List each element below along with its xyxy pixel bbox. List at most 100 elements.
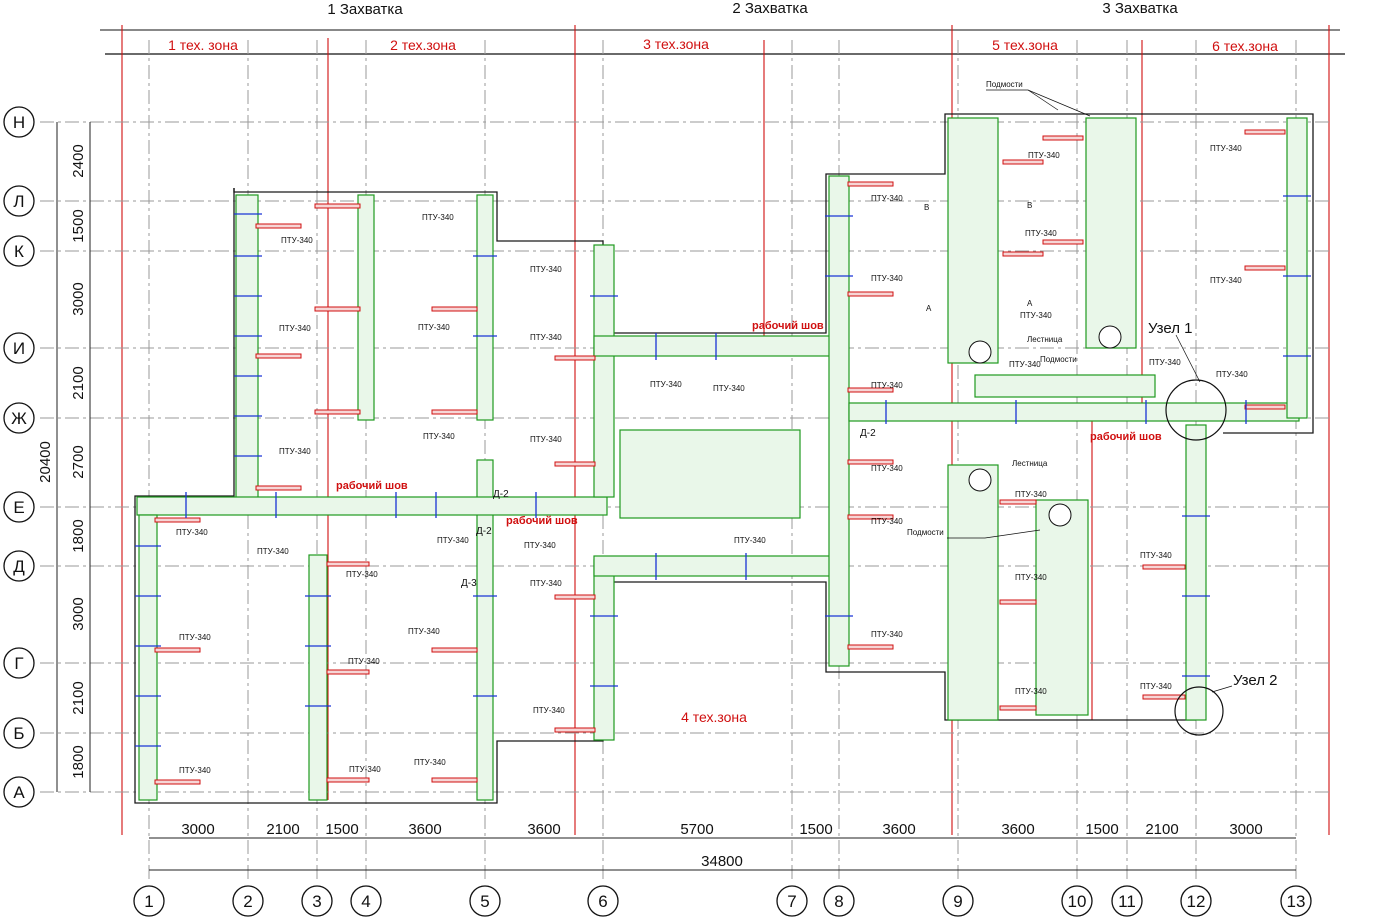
- stair-landing: [968, 340, 992, 364]
- prop-ptu340: [1244, 265, 1286, 271]
- col-axis-bubble: [942, 885, 974, 917]
- formwork-wall: [235, 194, 259, 501]
- hdim-label: 3600: [1001, 821, 1034, 838]
- formwork-wall: [136, 496, 608, 516]
- formwork-core: [619, 429, 801, 519]
- col-axis-label: 5: [480, 892, 489, 911]
- prop-label: ПТУ-340: [530, 265, 562, 274]
- scaffold-platform: [974, 374, 1156, 398]
- zahvatka-3-label: 3 Захватка: [1102, 0, 1178, 17]
- col-axis-bubble: [1280, 885, 1312, 917]
- prop-ptu340: [154, 779, 201, 785]
- row-axis-bubble: [3, 647, 35, 679]
- col-axis-label: 4: [361, 892, 370, 911]
- col-axis-label: 9: [953, 892, 962, 911]
- prop-label: ПТУ-340: [1210, 276, 1242, 285]
- col-axis-label: 3: [312, 892, 321, 911]
- row-axis-label: Г: [14, 654, 23, 673]
- vdim-label: 3000: [70, 282, 87, 315]
- prop-ptu340: [1042, 135, 1084, 141]
- row-axis-bubble: [3, 717, 35, 749]
- col-axis-bubble: [350, 885, 382, 917]
- formwork-wall: [593, 335, 845, 357]
- zahvatka-2-label: 2 Захватка: [732, 0, 808, 17]
- formwork-wall: [1185, 424, 1207, 721]
- formwork-walls: [136, 117, 1308, 801]
- formwork-wall: [138, 514, 158, 801]
- row-axis-bubble: [3, 550, 35, 582]
- vdim-label: 1500: [70, 209, 87, 242]
- hdim-label: 1500: [325, 821, 358, 838]
- prop-ptu340: [326, 777, 370, 783]
- scaffolds-leader: [947, 529, 1041, 539]
- prop-ptu340: [255, 353, 302, 359]
- formwork-wall: [476, 194, 494, 421]
- outline-left-bottom: [134, 188, 1196, 804]
- col-axis-bubble: [587, 885, 619, 917]
- prop-label: ПТУ-340: [1015, 573, 1047, 582]
- prop-label: ПТУ-340: [871, 194, 903, 203]
- col-axis-bubble: [1111, 885, 1143, 917]
- col-axis-label: 6: [598, 892, 607, 911]
- col-axis-bubble: [823, 885, 855, 917]
- scaffolds-label: Подмости: [907, 528, 944, 537]
- prop-ptu340: [847, 181, 894, 187]
- col-axis-bubble: [776, 885, 808, 917]
- ties-layer: [135, 195, 1311, 747]
- prop-ptu340: [1002, 159, 1044, 165]
- formwork-wall: [593, 559, 615, 741]
- zone-3-label: 3 тех.зона: [643, 36, 709, 52]
- prop-label: ПТУ-340: [346, 570, 378, 579]
- row-axis-bubble: [3, 332, 35, 364]
- prop-label: ПТУ-340: [179, 633, 211, 642]
- col-axis-bubble: [232, 885, 264, 917]
- hdim-label: 3000: [181, 821, 214, 838]
- formwork-wall: [308, 554, 328, 801]
- prop-ptu340: [847, 291, 894, 297]
- prop-label: ПТУ-340: [530, 435, 562, 444]
- props-layer: [154, 129, 1286, 785]
- prop-label: ПТУ-340: [1149, 358, 1181, 367]
- hdim-label: 3600: [882, 821, 915, 838]
- prop-ptu340: [255, 485, 302, 491]
- vdim-label: 1800: [70, 519, 87, 552]
- row-axis-bubble: [3, 491, 35, 523]
- prop-label: ПТУ-340: [408, 627, 440, 636]
- vdim-label: 2400: [70, 144, 87, 177]
- prop-label: ПТУ-340: [257, 547, 289, 556]
- work-seam-label: рабочий шов: [506, 515, 578, 527]
- col-axis-label: 12: [1187, 892, 1206, 911]
- formwork-wall: [828, 175, 850, 667]
- prop-ptu340: [1002, 251, 1044, 257]
- zone-1-label: 1 тех. зона: [168, 37, 238, 53]
- scaffolds-leader: [1027, 89, 1059, 111]
- row-axis-bubble: [3, 106, 35, 138]
- prop-ptu340: [154, 517, 201, 523]
- row-axis-bubble: [3, 776, 35, 808]
- zahvatka-1-label: 1 Захватка: [327, 1, 403, 18]
- zone-2-label: 2 тех.зона: [390, 37, 456, 53]
- scaffolds-leader: [986, 89, 1091, 117]
- row-axis-bubble: [3, 402, 35, 434]
- row-axis-label: Н: [13, 113, 25, 132]
- formwork-wall: [476, 459, 494, 801]
- col-axis-bubble: [133, 885, 165, 917]
- work-seam-label: рабочий шов: [1090, 431, 1162, 443]
- prop-label: ПТУ-340: [1140, 551, 1172, 560]
- node-1-leader: [1175, 334, 1201, 383]
- prop-label: ПТУ-340: [179, 766, 211, 775]
- col-axis-label: 8: [834, 892, 843, 911]
- prop-label: ПТУ-340: [1216, 370, 1248, 379]
- prop-label: ПТУ-340: [530, 333, 562, 342]
- prop-ptu340: [1042, 239, 1084, 245]
- prop-label: ПТУ-340: [422, 213, 454, 222]
- prop-ptu340: [847, 514, 894, 520]
- formwork-wall: [848, 402, 1300, 422]
- prop-ptu340: [1244, 404, 1286, 410]
- hdim-label: 5700: [680, 821, 713, 838]
- row-axis-label: К: [14, 242, 24, 261]
- prop-ptu340: [314, 203, 361, 209]
- formwork-wall: [1286, 117, 1308, 419]
- zone-4-label: 4 тех.зона: [681, 709, 747, 725]
- building-outline: [134, 113, 1314, 804]
